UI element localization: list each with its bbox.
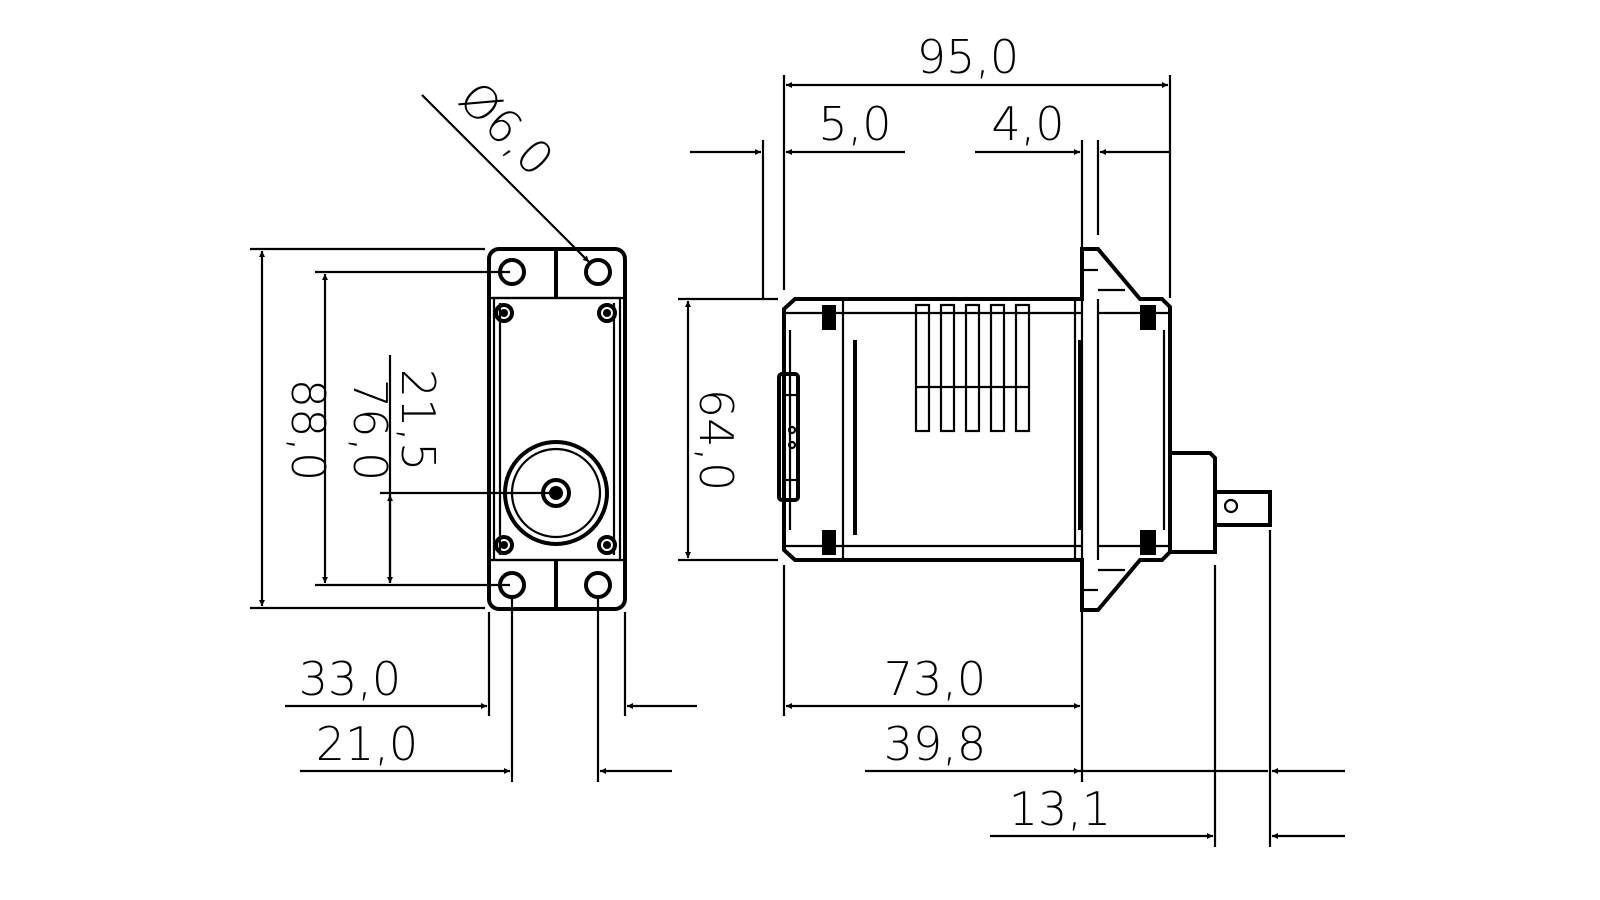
body-outline [782,247,1172,612]
dim-flange-to-shaft-39-8: 39,8 [884,717,986,771]
case-outline [487,247,627,611]
dim-output-offset-21-5: 21,5 [391,369,445,471]
cooling-fins [914,303,1031,433]
dim-shaft-13-1: 13,1 [1009,782,1111,836]
side-view: 95,0 5,0 4,0 64,0 73,0 39,8 13,1 [678,30,1345,847]
front-view: 88,0 76,0 21,5 Ø6,0 33,0 21,0 [250,71,697,782]
dim-connector-5: 5,0 [818,97,891,151]
dim-height-88: 88,0 [281,379,335,481]
dim-hole-pitch-21: 21,0 [316,717,418,771]
output-shaft [1170,451,1272,554]
dim-body-to-flange-73: 73,0 [884,652,986,706]
dim-width-33: 33,0 [299,652,401,706]
corner-blocks [822,305,1156,555]
dim-total-length-95: 95,0 [917,30,1019,84]
dim-body-height-64: 64,0 [689,389,743,491]
dim-flange-4: 4,0 [991,97,1064,151]
dim-hole-diameter: Ø6,0 [449,71,565,187]
connector [777,372,800,502]
case-screws [494,303,617,555]
mounting-holes [498,258,612,599]
dim-hole-pitch-76: 76,0 [343,379,397,481]
